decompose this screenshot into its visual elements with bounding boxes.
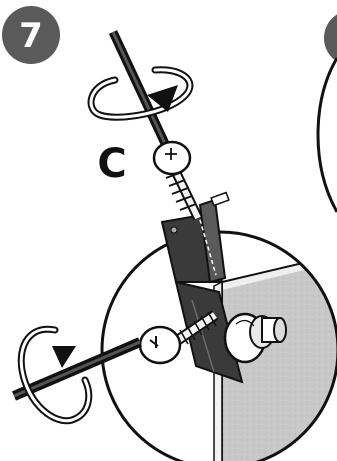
step-number: 7 xyxy=(19,16,43,56)
next-step-detail-circle-partial xyxy=(318,58,337,212)
next-step-badge-partial xyxy=(324,10,337,66)
screw-with-spring-icon-upper xyxy=(154,142,198,218)
callout-letter-label: C xyxy=(97,141,126,187)
step-badge: 7 xyxy=(2,6,60,64)
